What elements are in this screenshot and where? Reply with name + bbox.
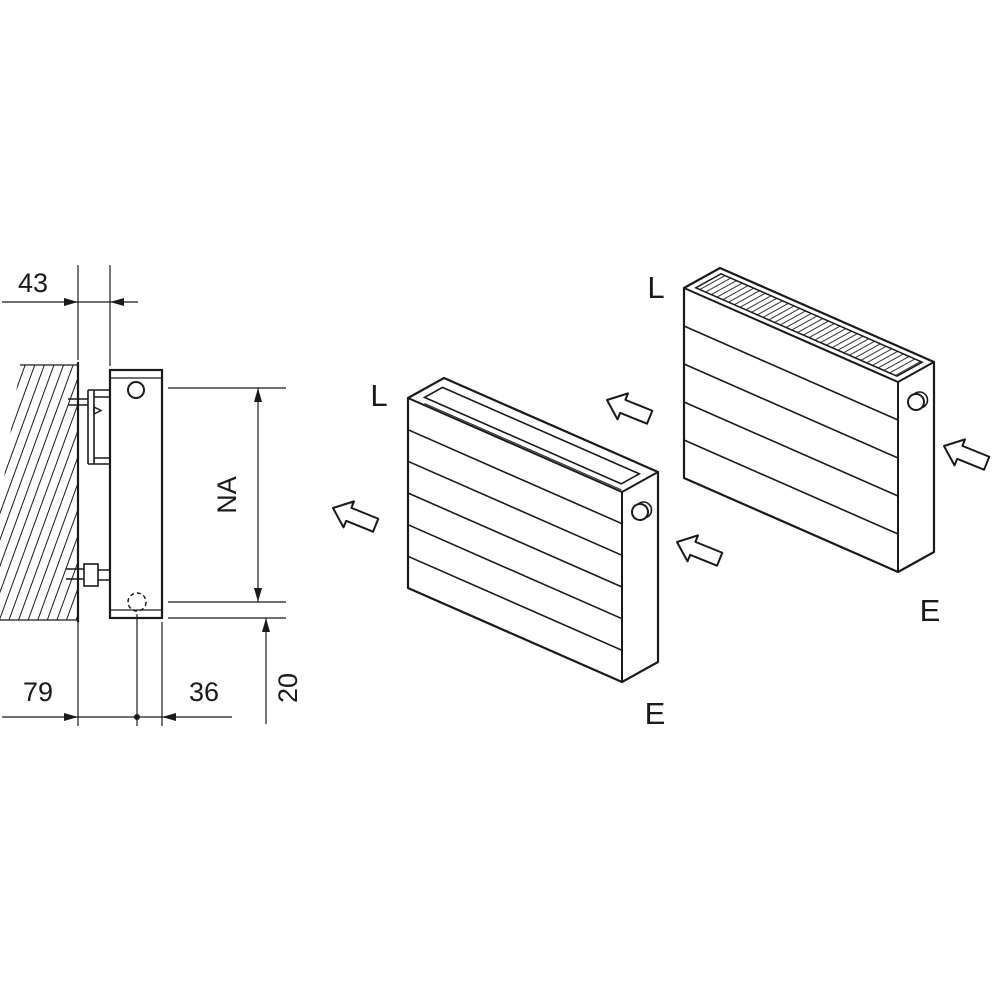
dimension-bottom-extension-lines [77, 614, 163, 726]
radiator-grille-edges [683, 287, 935, 572]
radiator-open-channel-inner-line [424, 402, 622, 491]
dimension-20: 20 [168, 617, 303, 724]
dimension-43-label: 43 [18, 268, 48, 298]
isometric-radiator-grille-top: L E [647, 266, 941, 628]
radiator-grille-inlet-label: L [647, 270, 664, 305]
wall-hatch-area [0, 365, 78, 620]
flow-arrow-left-of-grille-radiator [606, 392, 654, 425]
flow-arrow-icon [676, 534, 724, 567]
dimension-20-arrow [262, 618, 270, 632]
wall-section [0, 362, 80, 622]
bracket-bottom-body [83, 563, 99, 587]
mounting-bracket-bottom [66, 563, 110, 587]
dimension-chain-dot [134, 714, 140, 720]
dimension-na: NA [168, 387, 286, 603]
wall-hatch-outline [0, 364, 78, 621]
top-connection-circle [127, 381, 145, 399]
radiator-open-channel [422, 386, 642, 485]
radiator-side-profile [108, 368, 164, 620]
radiator-open-boss-front [631, 503, 649, 521]
flow-arrow-icon [332, 500, 380, 533]
dimension-79-label: 79 [23, 677, 53, 707]
dimension-36-label: 36 [189, 677, 219, 707]
dimension-43-arrow-left [64, 298, 78, 306]
radiator-grille-outlet-label: E [920, 593, 941, 628]
flow-arrow-icon [943, 438, 991, 471]
radiator-inner-lines [110, 377, 162, 611]
dimension-79-36: 79 36 [2, 614, 232, 726]
dimension-43: 43 [2, 265, 138, 366]
radiator-grille-boss-front [907, 393, 925, 411]
flow-arrow-right-of-grille-radiator [943, 438, 991, 471]
side-section-view: 43 NA 79 36 20 [0, 265, 303, 726]
isometric-radiator-open-top: L E [370, 376, 666, 731]
flow-arrow-right-of-open-radiator [676, 534, 724, 567]
dimension-na-arrow-bottom [254, 588, 262, 602]
flow-arrows [332, 392, 991, 567]
flow-arrow-icon [606, 392, 654, 425]
mounting-bracket-top [68, 389, 110, 465]
dimension-20-label: 20 [273, 673, 303, 703]
dimension-na-label: NA [212, 476, 242, 514]
radiator-open-inlet-label: L [370, 378, 387, 413]
radiator-open-slat-lines [407, 428, 623, 652]
dimension-79-arrow [64, 713, 78, 721]
radiator-body-outline [108, 368, 164, 620]
radiator-grille-slat-lines [683, 325, 899, 535]
bottom-connection-circle-hidden [127, 592, 147, 612]
dimension-na-arrow-top [254, 388, 262, 402]
bracket-clip [93, 405, 103, 416]
radiator-open-silhouette [406, 376, 660, 684]
dimension-43-arrow-right [110, 298, 124, 306]
bracket-bottom-lines [66, 568, 110, 581]
dimension-36-arrow [162, 713, 176, 721]
flow-arrow-left-of-open-radiator [332, 500, 380, 533]
radiator-top-grille [694, 272, 924, 378]
bracket-top-lines [68, 389, 110, 465]
radiator-open-outlet-label: E [645, 696, 666, 731]
dimension-43-extension-lines [77, 265, 111, 366]
dimension-na-extension-lines [168, 387, 286, 603]
